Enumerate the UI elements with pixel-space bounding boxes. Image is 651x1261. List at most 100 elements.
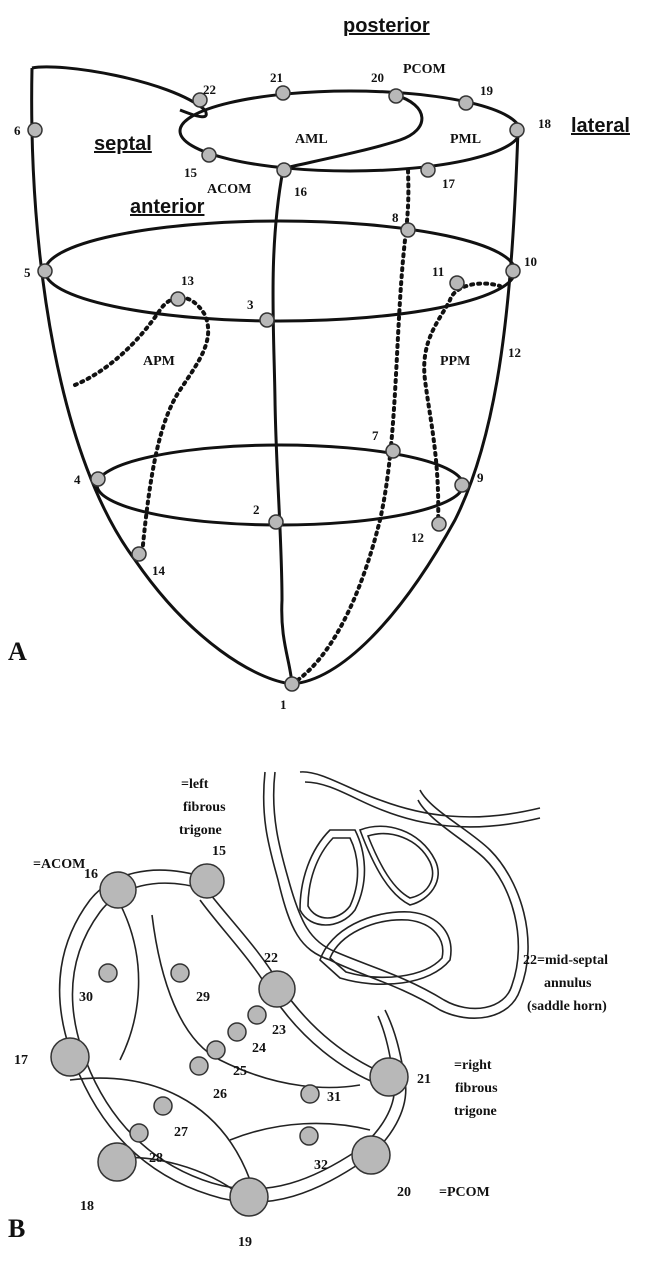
marker-b-29 [171,964,189,982]
marker-9 [455,478,469,492]
marker-label-9: 9 [477,470,484,485]
note-left-trigone: =left fibrous trigone [179,777,226,838]
marker-label-15: 15 [184,165,198,180]
svg-text:fibrous: fibrous [455,1081,498,1096]
marker-18 [510,123,524,137]
posterior-dotted-path [292,168,408,684]
marker-label-8: 8 [392,210,399,225]
marker-b-label-19: 19 [238,1235,252,1250]
marker-b-17 [51,1038,89,1076]
marker-b-label-25: 25 [233,1064,247,1079]
anterior-label: anterior [130,196,205,218]
marker-2 [269,515,283,529]
note-mid-septal: 22=mid-septal annulus (saddle horn) [523,953,608,1014]
svg-text:trigone: trigone [179,823,222,838]
note-acom: =ACOM [33,857,85,872]
marker-16 [277,163,291,177]
marker-b-16 [100,872,136,908]
pcom-label: PCOM [403,62,446,77]
ppm-label: PPM [440,354,470,369]
marker-b-label-32: 32 [314,1158,328,1173]
marker-14 [132,547,146,561]
marker-11 [450,276,464,290]
marker-b-30 [99,964,117,982]
marker-label-4: 4 [74,472,81,487]
marker-1 [285,677,299,691]
marker-b-label-22: 22 [264,951,278,966]
marker-b-23 [248,1006,266,1024]
marker-label-22: 22 [203,82,216,97]
marker-b-label-27: 27 [174,1125,188,1140]
panel-b-label: B [8,1214,25,1243]
marker-7 [386,444,400,458]
marker-b-28 [130,1124,148,1142]
marker-b-25 [207,1041,225,1059]
septal-label: septal [94,133,152,155]
marker-label-16: 16 [294,184,308,199]
marker-label-21: 21 [270,70,283,85]
marker-label-14: 14 [152,563,166,578]
meridian-line [273,170,292,684]
marker-b-19 [230,1178,268,1216]
marker-b-32 [300,1127,318,1145]
svg-text:=left: =left [181,777,209,792]
marker-b-label-17: 17 [14,1053,28,1068]
marker-label-3: 3 [247,297,254,312]
note-pcom: =PCOM [439,1185,490,1200]
marker-10 [506,264,520,278]
marker-13 [171,292,185,306]
marker-b-label-29: 29 [196,990,210,1005]
apm-label: APM [143,354,175,369]
marker-label-2: 2 [253,502,260,517]
marker-label-12: 12 [411,530,424,545]
svg-text:trigone: trigone [454,1104,497,1119]
marker-label-18: 18 [538,116,552,131]
panel-a: 1 2 3 4 5 6 7 8 9 10 11 12 13 14 15 16 1… [8,15,630,712]
marker-label-20: 20 [371,70,384,85]
pml-label: PML [450,132,481,147]
apm-dotted-path [75,298,208,556]
panel-b: 15 16 17 18 19 20 21 22 23 24 25 26 27 2… [8,772,608,1250]
marker-20 [389,89,403,103]
marker-label-11: 11 [432,264,444,279]
marker-label-6: 6 [14,123,21,138]
marker-b-label-18: 18 [80,1199,94,1214]
marker-b-26 [190,1057,208,1075]
marker-b-15 [190,864,224,898]
marker-5 [38,264,52,278]
svg-text:annulus: annulus [544,976,592,991]
panel-a-label: A [8,637,27,666]
septal-flap [32,67,206,117]
svg-text:(saddle horn): (saddle horn) [527,999,607,1014]
marker-b-label-28: 28 [149,1151,163,1166]
marker-label-12-lateral: 12 [508,345,521,360]
marker-b-label-31: 31 [327,1090,341,1105]
marker-label-7: 7 [372,428,379,443]
marker-b-label-23: 23 [272,1023,286,1038]
basal-ring [45,221,515,321]
marker-b-label-26: 26 [213,1087,227,1102]
note-right-trigone: =right fibrous trigone [454,1058,498,1119]
marker-17 [421,163,435,177]
contour-1 [118,900,139,1060]
marker-8 [401,223,415,237]
acom-label: ACOM [207,182,251,197]
cusp-left [300,830,364,925]
marker-b-20 [352,1136,390,1174]
marker-b-22 [259,971,295,1007]
marker-label-17: 17 [442,176,456,191]
marker-b-label-30: 30 [79,990,93,1005]
marker-b-label-24: 24 [252,1041,266,1056]
svg-text:=right: =right [454,1058,492,1073]
marker-12 [432,517,446,531]
marker-3 [260,313,274,327]
posterior-label: posterior [343,15,430,37]
marker-b-18 [98,1143,136,1181]
aortic-root-inner [274,772,519,1008]
cusp-right [360,826,438,905]
aml-label: AML [295,132,328,147]
svg-text:22=mid-septal: 22=mid-septal [523,953,608,968]
marker-b-31 [301,1085,319,1103]
marker-b-27 [154,1097,172,1115]
